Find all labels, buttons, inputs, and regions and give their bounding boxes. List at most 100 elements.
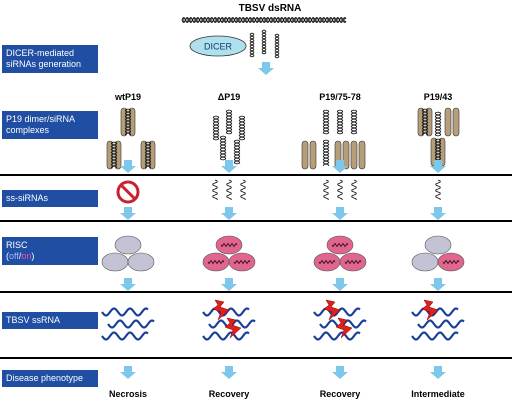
helix-strand xyxy=(124,108,132,135)
cleavage-bolt xyxy=(421,299,439,321)
tbsv-ssrna-strand xyxy=(417,319,465,329)
helix-strand xyxy=(124,108,132,135)
arrow-head xyxy=(430,372,446,379)
row-label-tbsv-ssrna: TBSV ssRNA xyxy=(2,312,98,329)
arrow-shaft xyxy=(124,207,132,213)
helix-strand xyxy=(144,141,152,168)
risc-complex-off xyxy=(127,252,155,272)
arrow-shaft xyxy=(225,278,233,284)
helix-strand xyxy=(144,141,152,168)
flow-arrow xyxy=(221,160,237,173)
flow-arrow xyxy=(120,278,136,291)
flow-arrow xyxy=(332,278,348,291)
p19-monomer xyxy=(301,140,309,170)
helix-strand xyxy=(322,139,330,166)
risc-complex-off xyxy=(114,235,142,255)
arrow-head xyxy=(120,166,136,173)
bound-sirna xyxy=(421,108,429,135)
sirna-duplex xyxy=(249,32,255,58)
helix-strand xyxy=(110,141,118,168)
bound-sirna xyxy=(110,141,118,168)
free-sirna xyxy=(219,135,227,161)
flow-arrow xyxy=(221,207,237,220)
risc-loaded-sirna xyxy=(207,259,225,265)
arrow-shaft xyxy=(336,207,344,213)
phenotype-wtp19: Necrosis xyxy=(108,389,148,399)
row-label-ss-sirnas: ss-siRNAs xyxy=(2,190,98,207)
p19-monomer xyxy=(350,140,358,170)
blocked-symbol xyxy=(116,180,140,204)
row-divider xyxy=(0,357,512,359)
arrow-shaft xyxy=(336,278,344,284)
helix-strand xyxy=(434,111,442,137)
helix-strand xyxy=(336,109,344,135)
tbsv-dsrna-helix xyxy=(181,16,347,24)
free-sirna xyxy=(238,115,246,141)
tbsv-ssrna-strand xyxy=(202,331,250,341)
p19-monomer xyxy=(342,140,350,170)
p19-complex xyxy=(140,140,156,170)
cleavage-bolt xyxy=(212,299,230,321)
flow-arrow xyxy=(332,366,348,379)
row-divider xyxy=(0,220,512,222)
flow-arrow xyxy=(430,207,446,220)
dicer-text: DICER xyxy=(204,42,233,52)
risc-loaded-sirna xyxy=(442,259,460,265)
p19-monomer xyxy=(309,140,317,170)
ss-sirna xyxy=(226,179,232,200)
risc-loaded-sirna xyxy=(331,242,349,248)
sirna-duplex xyxy=(261,29,267,55)
bound-sirna xyxy=(124,108,132,135)
arrow-shaft xyxy=(225,160,233,166)
arrow-shaft xyxy=(434,160,442,166)
tbsv-ssrna-strand xyxy=(313,331,361,341)
tbsv-ssrna-strand xyxy=(107,319,155,329)
risc-loaded-sirna xyxy=(318,259,336,265)
free-sirna xyxy=(322,109,330,135)
ss-sirna xyxy=(240,179,246,200)
free-sirna xyxy=(336,109,344,135)
p19-monomer xyxy=(358,140,366,170)
cleavage-bolt xyxy=(323,299,341,321)
arrow-head xyxy=(120,284,136,291)
helix-strand xyxy=(249,32,255,58)
arrow-head xyxy=(430,166,446,173)
flow-arrow xyxy=(332,160,348,173)
risc-label: RISC xyxy=(6,240,28,250)
helix-strand xyxy=(219,135,227,161)
diagram-title: TBSV dsRNA xyxy=(238,3,302,14)
p19-dimer-empty xyxy=(301,140,317,170)
arrow-head xyxy=(332,166,348,173)
risc-off-label: off xyxy=(9,251,19,261)
tbsv-ssrna-strand xyxy=(101,331,149,341)
flow-arrow xyxy=(430,366,446,379)
flow-arrow xyxy=(430,278,446,291)
risc-complex-off xyxy=(424,235,452,255)
arrow-shaft xyxy=(225,207,233,213)
phenotype-p19-75-78: Recovery xyxy=(319,389,361,399)
dicer-enzyme xyxy=(189,35,247,57)
row-label-dicer: DICER-mediated siRNAs generation xyxy=(2,45,98,73)
arrow-shaft xyxy=(434,366,442,372)
tbsv-ssrna-strand xyxy=(411,331,459,341)
ss-sirna xyxy=(337,179,343,200)
flow-arrow xyxy=(120,366,136,379)
row-label-p19-complexes: P19 dimer/siRNA complexes xyxy=(2,111,98,139)
column-label-wtp19: wtP19 xyxy=(114,92,141,102)
free-sirna xyxy=(434,111,442,137)
p19-complex xyxy=(120,107,136,137)
phenotype-p19-43: Intermediate xyxy=(411,389,465,399)
risc-on-label: on xyxy=(21,251,32,261)
flow-arrow xyxy=(120,160,136,173)
arrow-shaft xyxy=(124,366,132,372)
helix-strand xyxy=(261,29,267,55)
column-label-p19-75-78: P19/75-78 xyxy=(319,92,361,102)
arrow-head xyxy=(221,372,237,379)
row-divider xyxy=(0,174,512,176)
p19-dimer-empty xyxy=(350,140,366,170)
p19-dimer-empty xyxy=(444,107,460,137)
tbsv-ssrna-strand xyxy=(202,307,250,317)
risc-complex-off xyxy=(411,252,439,272)
